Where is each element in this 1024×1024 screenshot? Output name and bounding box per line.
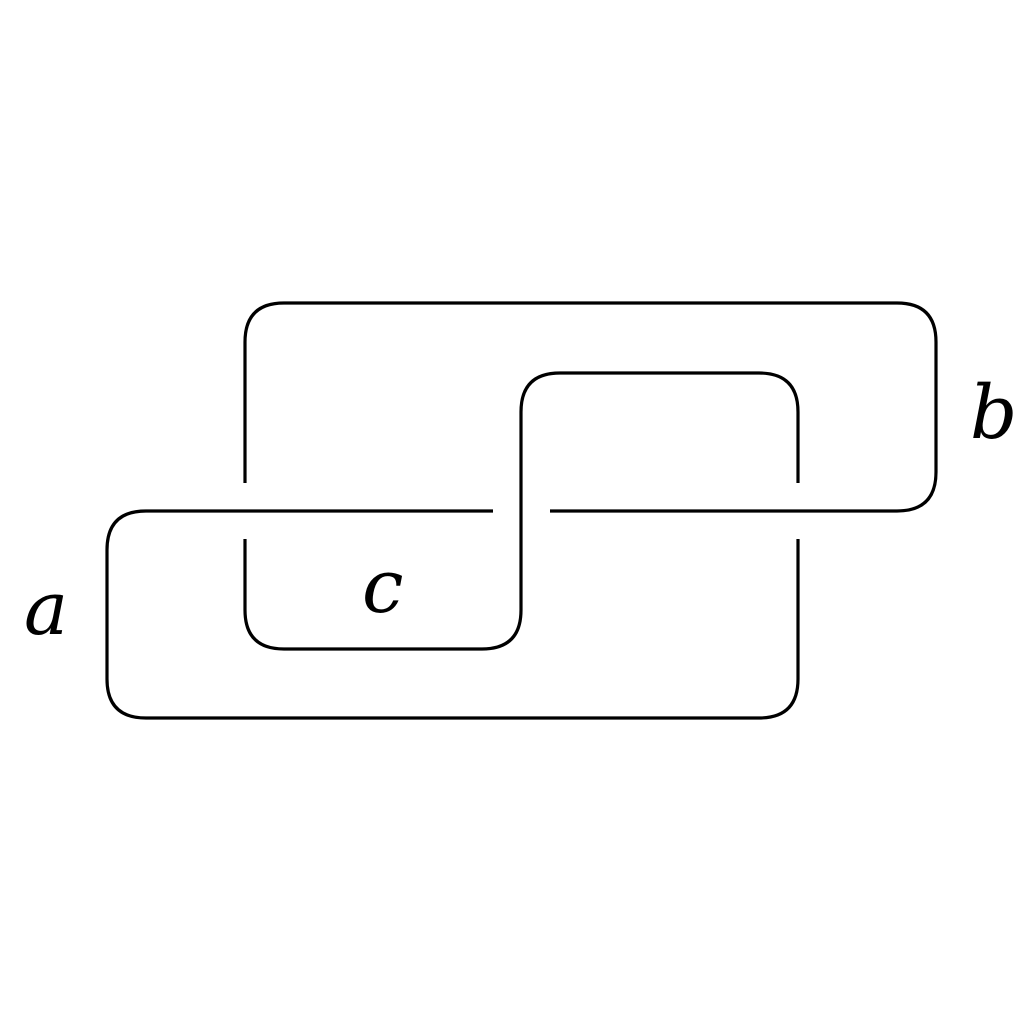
strand-b-lower [243,371,800,651]
label-a: a [24,566,68,652]
label-c: c [362,544,403,630]
label-b: b [970,370,1017,456]
strand-b-upper [243,301,938,513]
strand-a [105,509,800,720]
